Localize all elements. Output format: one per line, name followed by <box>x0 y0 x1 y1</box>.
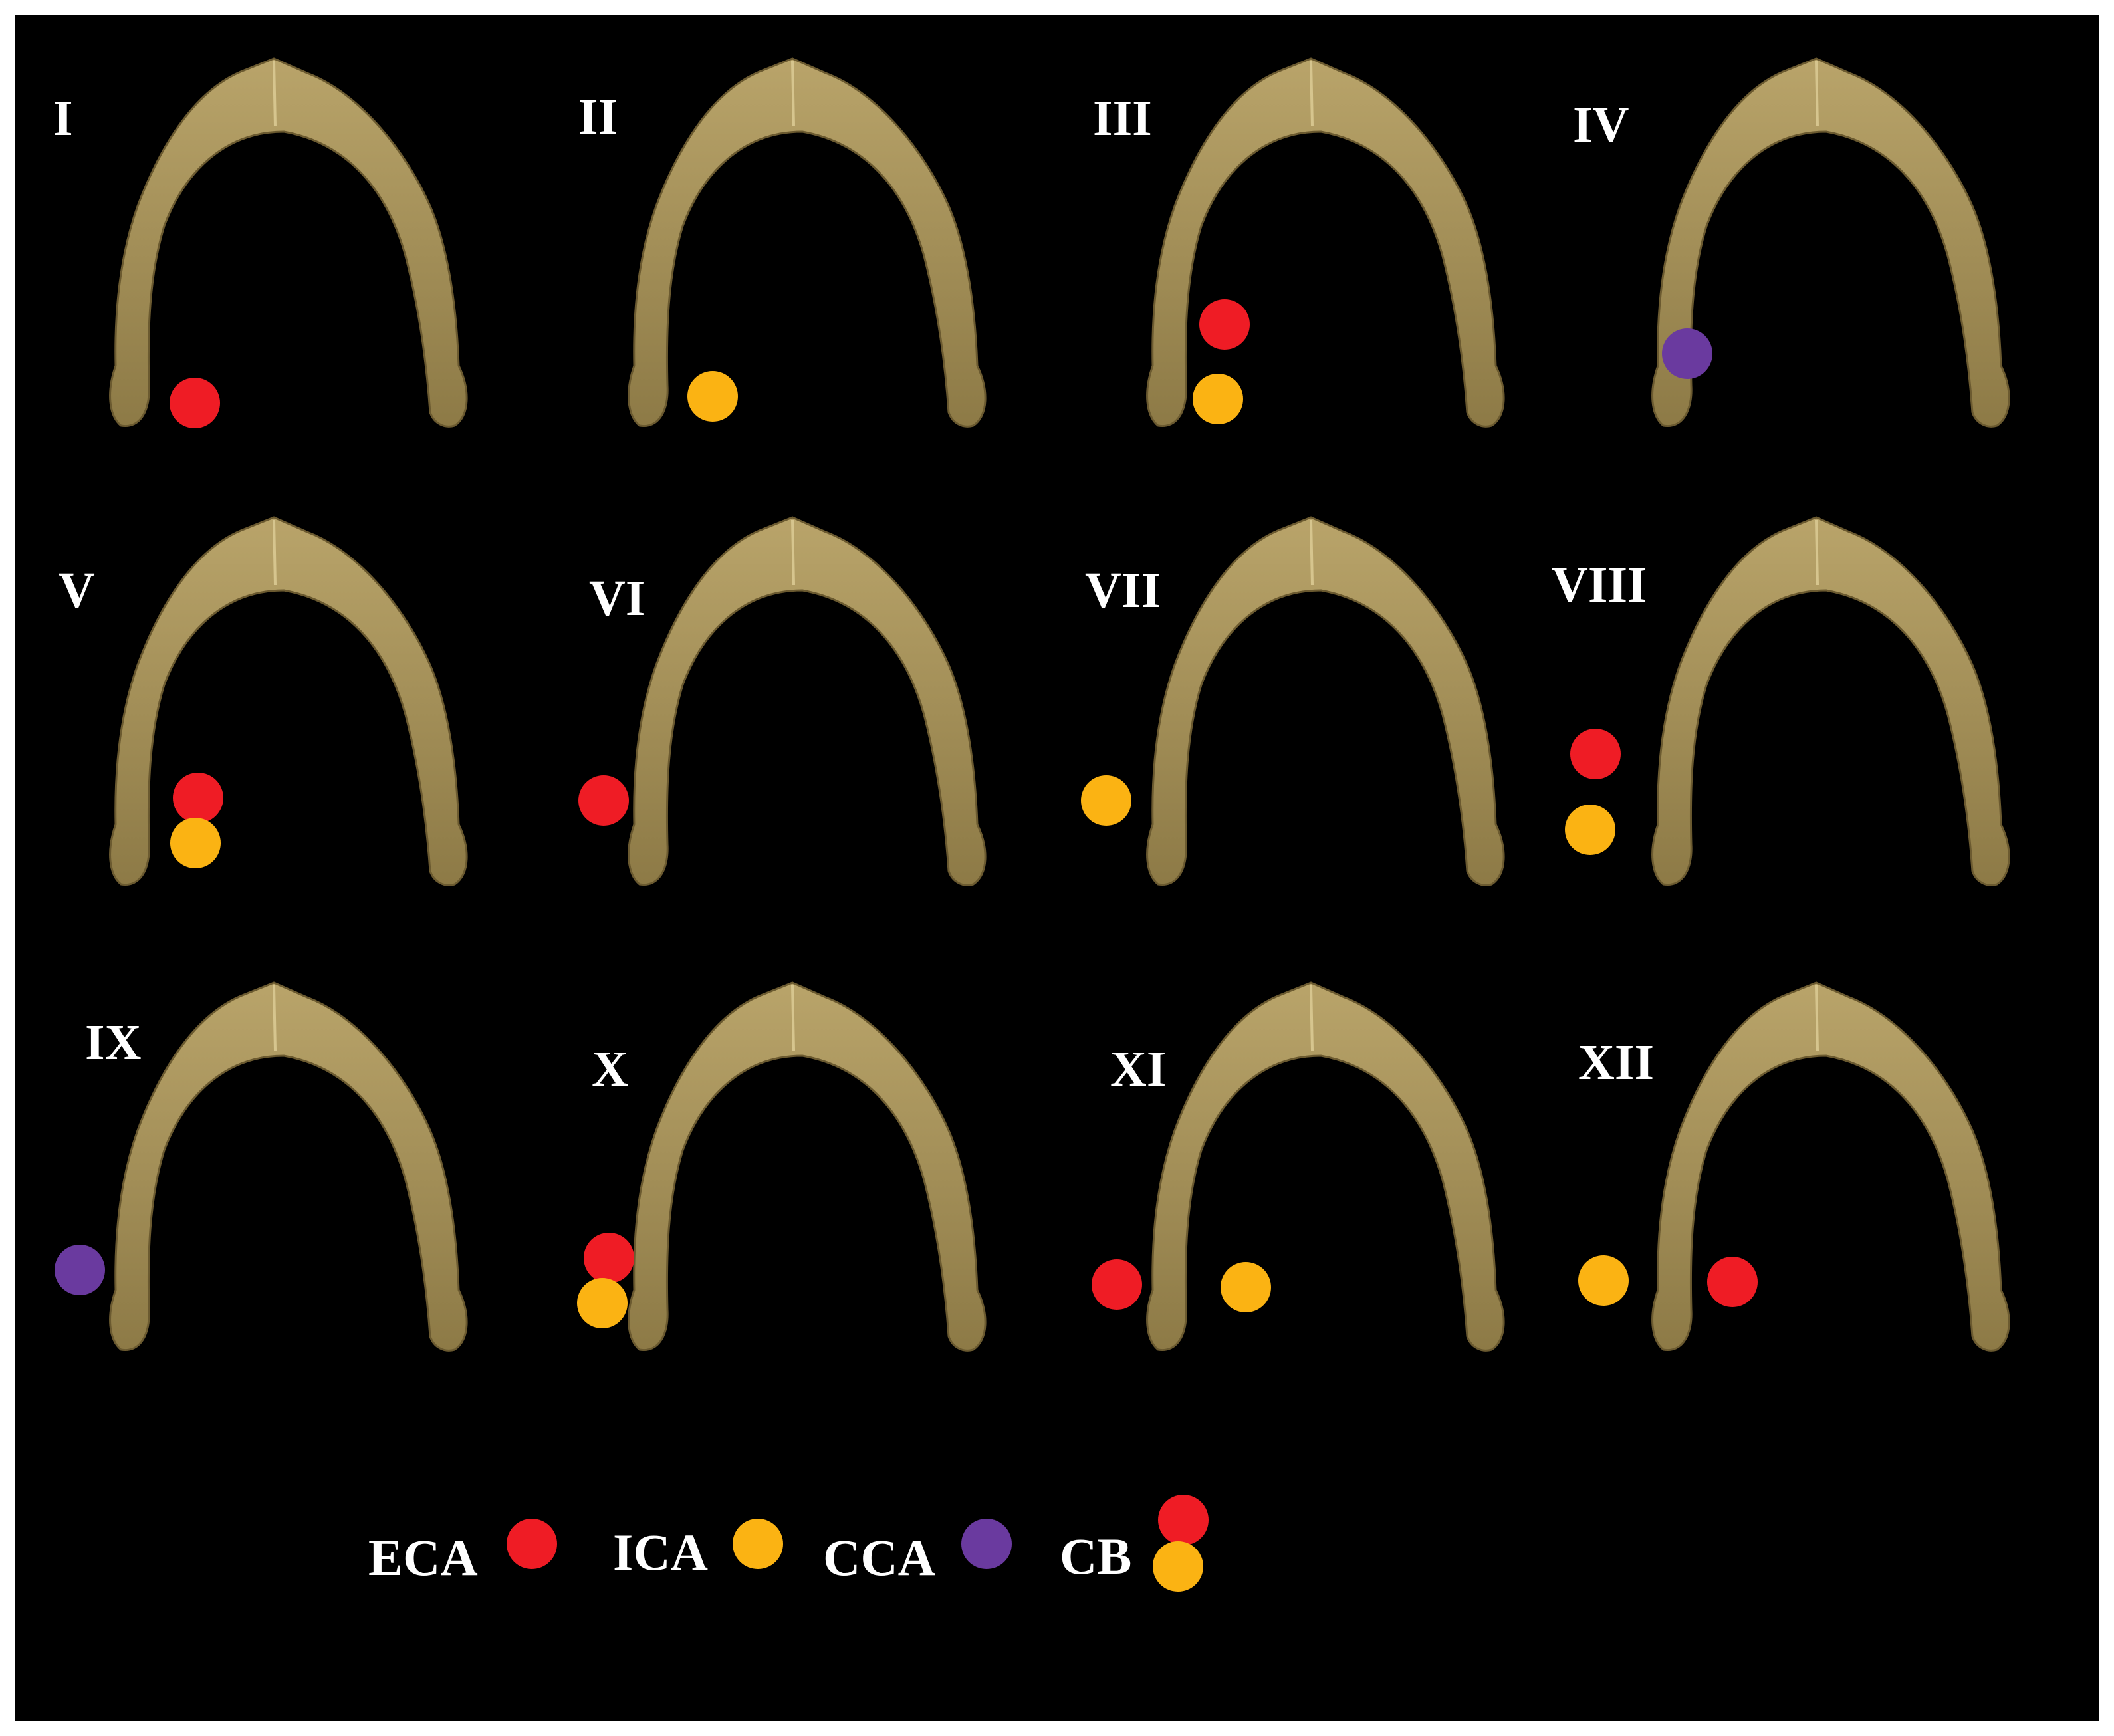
hyoid-bone <box>628 981 987 1352</box>
ica-dot <box>577 1278 628 1328</box>
ica-dot <box>1565 805 1615 855</box>
panel-2: II <box>578 53 1085 505</box>
eca-dot <box>1570 729 1621 779</box>
hyoid-bone <box>628 516 987 886</box>
ica-dot <box>170 818 221 868</box>
legend-label-cb: CB <box>1060 1527 1132 1585</box>
hyoid-bone <box>1146 981 1505 1352</box>
panel-label: II <box>578 89 618 145</box>
eca-dot <box>173 773 223 823</box>
panel-4: IV <box>1573 53 2109 505</box>
cca-dot <box>55 1245 105 1295</box>
panel-8: VIII <box>1552 512 2109 964</box>
panel-label: X <box>592 1041 628 1097</box>
eca-dot <box>1707 1257 1758 1307</box>
legend-label-cca: CCA <box>823 1529 935 1586</box>
eca-dot <box>1092 1259 1142 1310</box>
panel-label: IX <box>85 1015 142 1070</box>
hyoid-bone <box>1651 516 2010 886</box>
ica-dot <box>1221 1262 1271 1312</box>
eca-dot <box>507 1519 557 1569</box>
hyoid-bone <box>1146 57 1505 428</box>
legend-label-ica: ICA <box>613 1523 709 1581</box>
hyoid-bone <box>109 516 468 886</box>
ica-dot <box>1578 1255 1629 1306</box>
panel-label: III <box>1093 90 1152 146</box>
panel-label: VIII <box>1552 557 1647 613</box>
ica-dot <box>687 371 738 422</box>
panel-1: I <box>53 53 566 505</box>
hyoid-bone <box>109 981 468 1352</box>
panel-label: VII <box>1085 562 1161 618</box>
eca-dot <box>584 1233 634 1283</box>
hyoid-bone <box>1651 57 2010 428</box>
panel-label: IV <box>1573 97 1629 153</box>
eca-dot <box>578 775 629 826</box>
hyoid-bone <box>1146 516 1505 886</box>
cca-dot <box>1662 328 1712 379</box>
panel-label: XII <box>1578 1035 1655 1090</box>
panel-12: XII <box>1578 977 2109 1429</box>
cca-dot <box>961 1519 1012 1569</box>
panel-6: VI <box>578 512 1085 964</box>
ica-dot <box>1153 1541 1203 1592</box>
legend-label-eca: ECA <box>368 1529 478 1586</box>
panel-label: V <box>59 562 95 618</box>
panel-5: V <box>59 512 566 964</box>
eca-dot <box>1158 1495 1209 1545</box>
ica-dot <box>1081 775 1131 826</box>
hyoid-bone <box>109 57 468 428</box>
figure-canvas: I II III IV V VI VII VIII <box>15 15 2099 1721</box>
eca-dot <box>170 378 220 428</box>
ica-dot <box>733 1519 783 1569</box>
panel-label: XI <box>1110 1041 1167 1097</box>
panel-label: I <box>53 90 73 146</box>
panel-9: IX <box>55 977 566 1429</box>
ica-dot <box>1193 374 1243 424</box>
panel-10: X <box>577 977 1085 1429</box>
panel-7: VII <box>1081 512 1603 964</box>
hyoid-bone <box>1651 981 2010 1352</box>
panel-3: III <box>1093 53 1603 505</box>
panel-11: XI <box>1092 977 1603 1429</box>
eca-dot <box>1199 299 1250 350</box>
panel-label: VI <box>589 570 646 626</box>
hyoid-bone <box>628 57 987 428</box>
